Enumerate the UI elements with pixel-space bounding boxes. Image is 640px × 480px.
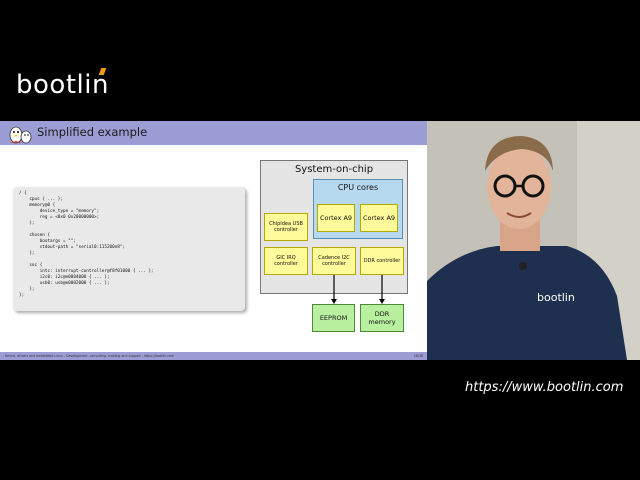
i2c-controller-box: Cadence I2C controller [312, 247, 356, 275]
slide-footer: - Kernel, drivers and embedded Linux - D… [0, 352, 427, 360]
presenter-figure [427, 121, 640, 360]
code-line: stdout-path = "serial0:115200n8"; [19, 245, 126, 250]
presenter-video: bootlin [427, 121, 640, 360]
code-line: }; [19, 293, 25, 298]
code-line: device_type = "memory"; [19, 209, 100, 214]
eeprom-label: EEPROM [319, 314, 348, 322]
bootlin-url: https://www.bootlin.com [465, 380, 624, 395]
i2c-label: Cadence I2C controller [318, 255, 350, 267]
ddr-ctrl-label: DDR controller [363, 258, 401, 264]
code-line: / { [19, 191, 27, 196]
core1-label: Cortex A9 [319, 214, 353, 222]
device-tree-code-block: / { cpus { ... }; memory@0 { device_type… [13, 187, 245, 311]
code-line: cpus { ... }; [19, 197, 63, 202]
usb-label: ChipIdea USB controller [269, 221, 303, 233]
code-line: }; [19, 251, 35, 256]
ddr-memory-label: DDR memory [368, 310, 396, 326]
cortex-a9-core-1: Cortex A9 [317, 204, 355, 232]
slide-title: Simplified example [37, 125, 148, 139]
ddr-controller-box: DDR controller [360, 247, 404, 275]
eeprom-box: EEPROM [312, 304, 355, 332]
code-line: reg = <0x0 0x20000000>; [19, 215, 100, 220]
code-line: bootargs = ""; [19, 239, 76, 244]
cortex-a9-core-2: Cortex A9 [360, 204, 398, 232]
usb-controller-box: ChipIdea USB controller [264, 213, 308, 241]
code-line: chosen { [19, 233, 51, 238]
core2-label: Cortex A9 [362, 214, 396, 222]
code-line: memory@0 { [19, 203, 56, 208]
ddr-memory-box: DDR memory [360, 304, 404, 332]
bootlin-logo: bootlin [16, 68, 109, 100]
footer-left-text: - Kernel, drivers and embedded Linux - D… [3, 354, 175, 358]
soc-label: System-on-chip [294, 164, 374, 175]
gic-label: GIC IRQ controller [274, 255, 298, 267]
tux-penguin-icon [9, 126, 32, 144]
code-line: usb0: usb@e0002000 { ... }; [19, 281, 110, 286]
footer-page-number: 16/38 [413, 354, 423, 358]
gic-controller-box: GIC IRQ controller [264, 247, 308, 275]
code-line: intc: interrupt-controller@f8f01000 { ..… [19, 269, 154, 274]
shirt-logo: bootlin [537, 291, 575, 304]
code-line: }; [19, 221, 35, 226]
cpu-cores-label: CPU cores [337, 183, 379, 192]
logo-text: bootlin [16, 70, 109, 100]
code-line: soc { [19, 263, 43, 268]
slide-title-bar: Simplified example [0, 121, 427, 145]
code-line: }; [19, 287, 35, 292]
code-line: i2c0: i2c@e0004000 { ... }; [19, 275, 110, 280]
